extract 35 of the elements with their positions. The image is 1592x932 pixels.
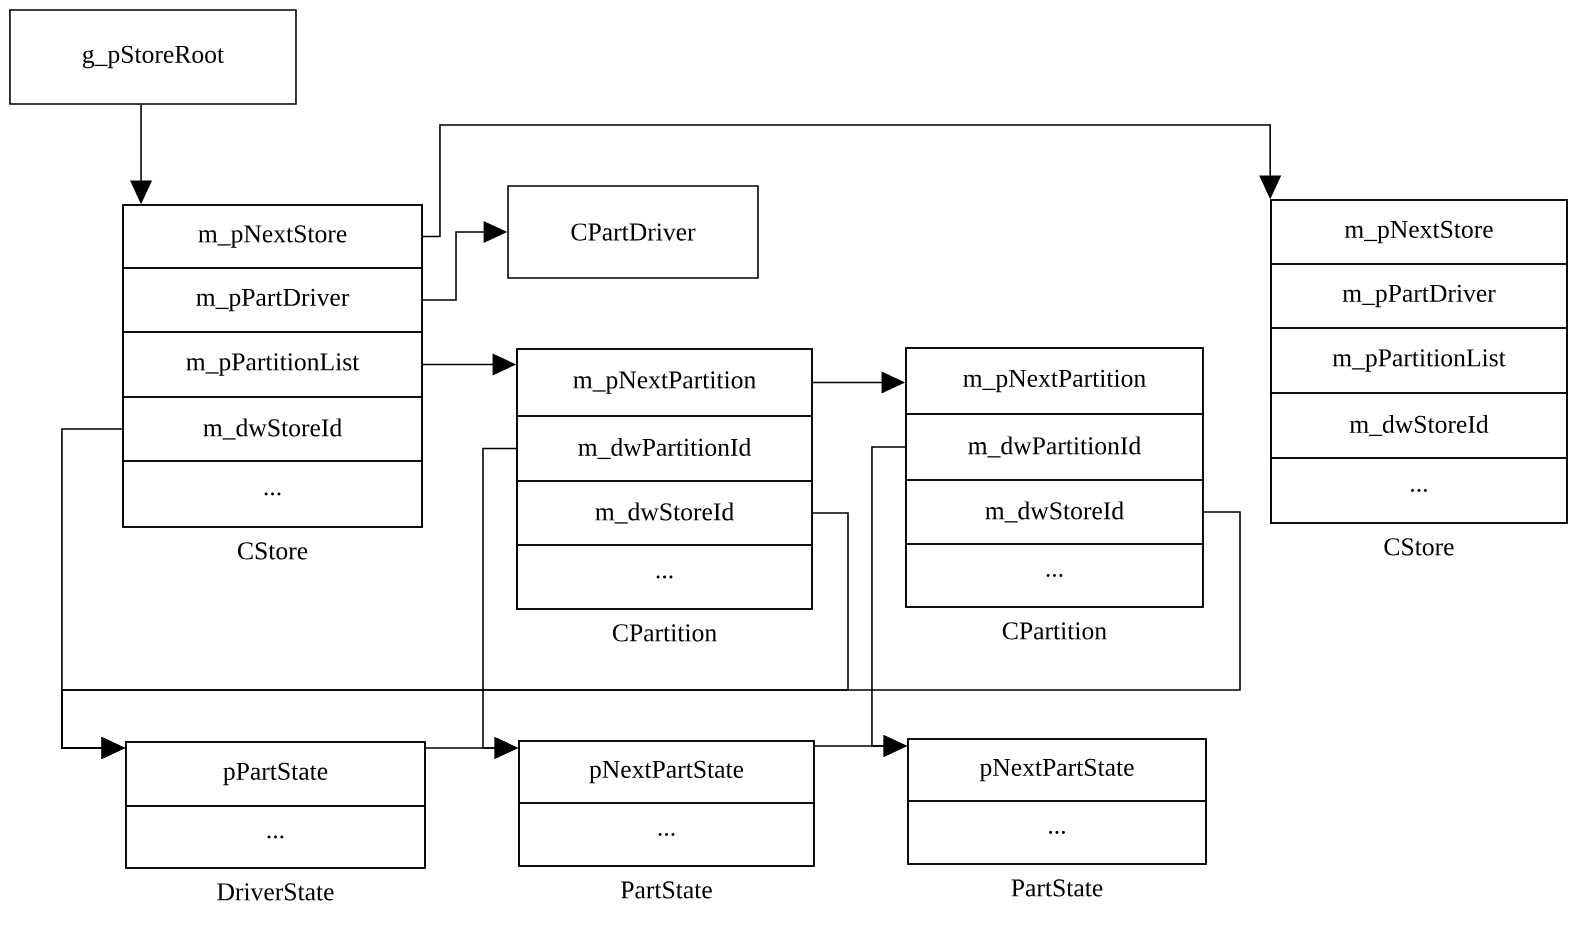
field-cell: m_dwPartitionId <box>516 415 813 482</box>
field-cell: m_pNextStore <box>122 204 423 269</box>
field-cell: pNextPartState <box>518 740 815 804</box>
field-cell: m_dwStoreId <box>1270 392 1568 459</box>
node-label: DriverState <box>217 883 334 901</box>
field-cell: m_dwStoreId <box>516 480 813 546</box>
field-cell: pNextPartState <box>907 738 1207 802</box>
node-label: CPartition <box>1002 622 1107 640</box>
box: g_pStoreRoot <box>9 9 297 105</box>
field-cell: ... <box>1270 457 1568 524</box>
field-cell: ... <box>518 802 815 867</box>
box: CPartDriver <box>507 185 759 279</box>
node-label: PartState <box>621 881 712 899</box>
field-cell: ... <box>905 543 1204 608</box>
field-cell: m_pNextPartition <box>516 348 813 417</box>
node-label: CPartition <box>612 624 717 642</box>
arrow <box>61 511 1241 759</box>
field-cell: ... <box>122 460 423 528</box>
field-cell: m_pNextStore <box>1270 199 1568 265</box>
field-cell: m_pPartitionList <box>122 331 423 398</box>
field-cell: pPartState <box>125 741 426 807</box>
field-cell: m_dwPartitionId <box>905 413 1204 481</box>
node-label: CStore <box>1384 538 1454 556</box>
field-cell: ... <box>907 800 1207 865</box>
field-cell: m_pPartDriver <box>122 267 423 333</box>
field-cell: m_pPartitionList <box>1270 327 1568 394</box>
arrow <box>422 124 1282 238</box>
field-cell: m_dwStoreId <box>905 479 1204 545</box>
field-cell: ... <box>125 805 426 869</box>
node-label: CStore <box>238 542 308 560</box>
field-cell: m_dwStoreId <box>122 396 423 462</box>
node-label: PartState <box>1011 879 1103 897</box>
field-cell: m_pNextPartition <box>905 347 1204 415</box>
field-cell: m_pPartDriver <box>1270 263 1568 329</box>
field-cell: ... <box>516 544 813 610</box>
